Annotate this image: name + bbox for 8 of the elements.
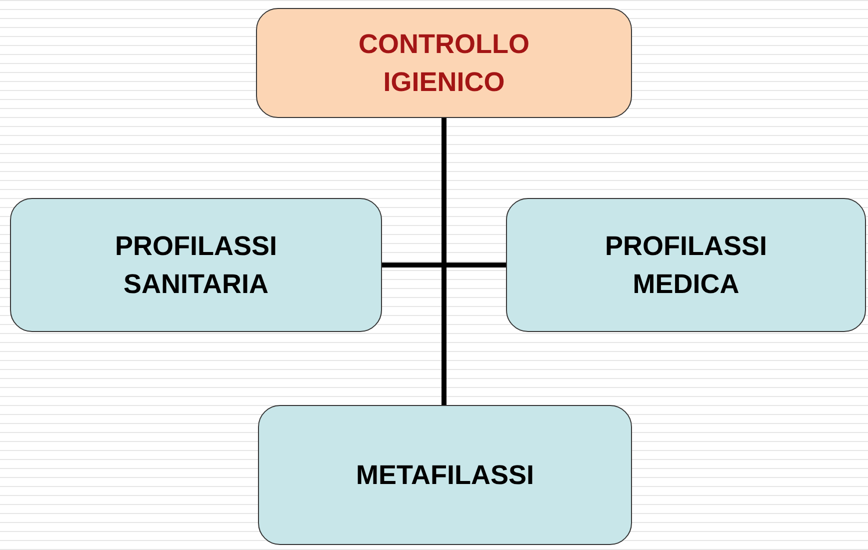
process-box [506, 198, 866, 332]
process-box [256, 8, 632, 118]
process-box [258, 405, 632, 545]
box-label: METAFILASSI [355, 459, 535, 492]
process-box [10, 198, 382, 332]
box-label: PROFILASSI MEDICA [604, 230, 768, 301]
box-label: CONTROLLO IGIENICO [358, 28, 530, 99]
box-label: PROFILASSI SANITARIA [114, 230, 278, 301]
